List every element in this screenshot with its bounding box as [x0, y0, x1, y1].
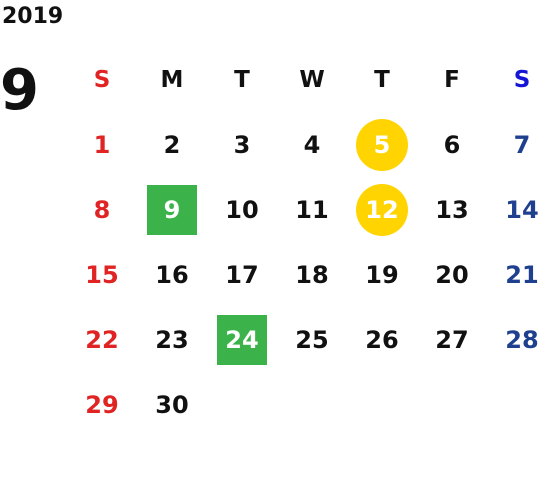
day-cell-highlighted-green: 9	[137, 177, 207, 242]
weekday-header-saturday: S	[513, 66, 531, 93]
weekday-header-sunday: S	[93, 66, 111, 93]
day-cell: 8	[67, 177, 137, 242]
day-number: 21	[505, 260, 539, 289]
day-cell: 15	[67, 242, 137, 307]
day-cell: 29	[67, 372, 137, 437]
weekday-header-thursday: T	[374, 66, 390, 93]
day-cell: 27	[417, 307, 487, 372]
day-number: 3	[233, 130, 251, 159]
day-cell: 26	[347, 307, 417, 372]
day-number: 18	[295, 260, 329, 289]
day-cell: 25	[277, 307, 347, 372]
day-number: 17	[225, 260, 259, 289]
day-cell-highlighted-green: 24	[207, 307, 277, 372]
day-cell: 28	[487, 307, 548, 372]
day-number: 25	[295, 325, 329, 354]
day-number: 20	[435, 260, 469, 289]
day-number: 7	[513, 130, 531, 159]
day-number: 15	[85, 260, 119, 289]
weekday-header-tuesday: T	[234, 66, 250, 93]
day-cell: 14	[487, 177, 548, 242]
day-cell: 23	[137, 307, 207, 372]
day-cell: 21	[487, 242, 548, 307]
day-number: 22	[85, 325, 119, 354]
weekday-header-friday: F	[444, 66, 460, 93]
day-cell: 2	[137, 112, 207, 177]
day-cell: 17	[207, 242, 277, 307]
day-number: 5	[356, 118, 408, 171]
day-cell: 1	[67, 112, 137, 177]
day-cell: 16	[137, 242, 207, 307]
day-number: 19	[365, 260, 399, 289]
day-number: 13	[435, 195, 469, 224]
day-cell: 10	[207, 177, 277, 242]
day-cell: 3	[207, 112, 277, 177]
day-number: 28	[505, 325, 539, 354]
weekday-header-monday: M	[160, 66, 184, 93]
day-cell: 19	[347, 242, 417, 307]
day-number: 9	[147, 184, 197, 235]
day-number: 1	[93, 130, 111, 159]
weekday-header-wednesday: W	[299, 66, 325, 93]
year-label: 2019	[2, 4, 64, 29]
day-cell: 13	[417, 177, 487, 242]
day-number: 6	[443, 130, 461, 159]
day-cell: 11	[277, 177, 347, 242]
day-cell: 6	[417, 112, 487, 177]
day-cell: 7	[487, 112, 548, 177]
day-cell: 22	[67, 307, 137, 372]
day-number: 14	[505, 195, 539, 224]
day-cell: 30	[137, 372, 207, 437]
day-number: 2	[163, 130, 181, 159]
day-number: 24	[217, 314, 267, 365]
calendar-grid: S M T W T F S 1 2 3 4 5 6 7 8 9 10 11 12…	[67, 47, 548, 437]
day-number: 23	[155, 325, 189, 354]
day-number: 8	[93, 195, 111, 224]
day-cell: 4	[277, 112, 347, 177]
day-number: 30	[155, 390, 189, 419]
day-number: 10	[225, 195, 259, 224]
day-number: 29	[85, 390, 119, 419]
day-number: 4	[303, 130, 321, 159]
day-number: 11	[295, 195, 329, 224]
day-number: 26	[365, 325, 399, 354]
month-label: 9	[0, 58, 39, 123]
day-number: 12	[356, 183, 408, 236]
day-cell: 20	[417, 242, 487, 307]
day-cell-highlighted-yellow: 12	[347, 177, 417, 242]
day-cell-highlighted-yellow: 5	[347, 112, 417, 177]
day-cell: 18	[277, 242, 347, 307]
day-number: 27	[435, 325, 469, 354]
day-number: 16	[155, 260, 189, 289]
